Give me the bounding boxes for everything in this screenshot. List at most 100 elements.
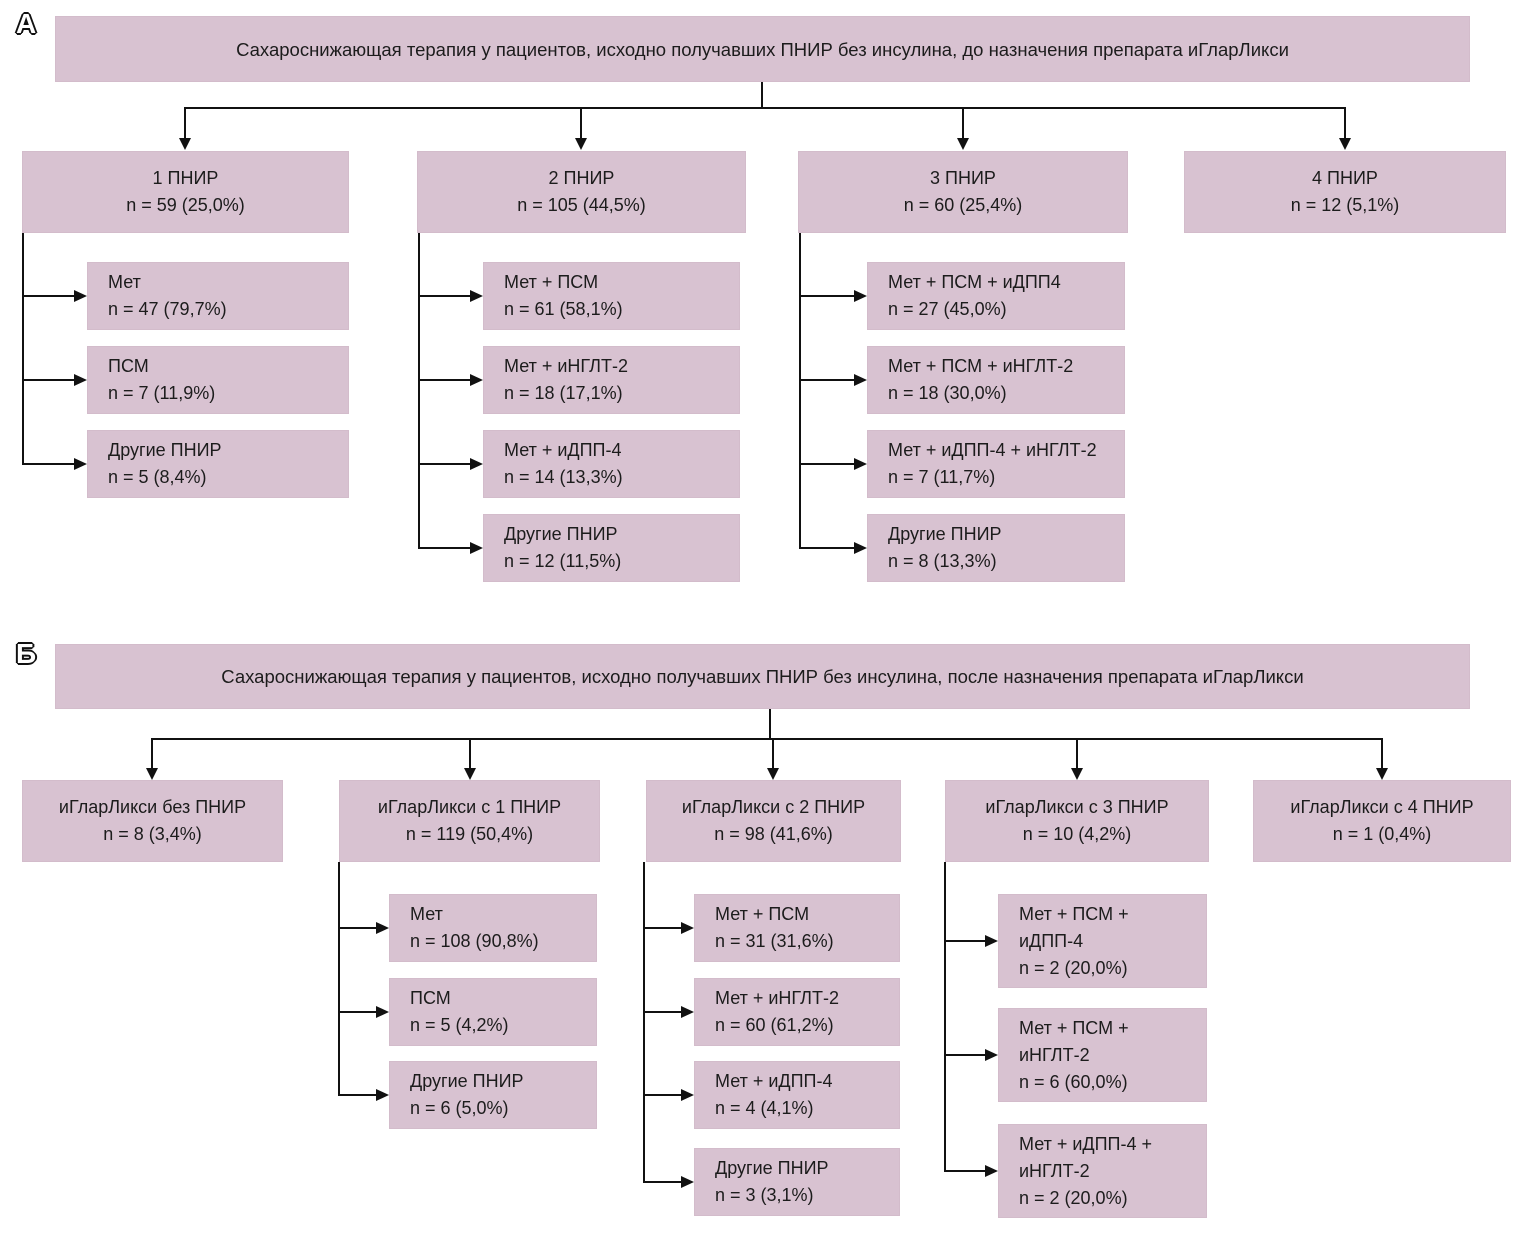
arrowhead-down [1376, 768, 1388, 780]
therapy-count: n = 6 (5,0%) [410, 1098, 509, 1118]
connector-vline [1076, 738, 1078, 769]
panel-b-title-box: Сахароснижающая терапия у пациентов, исх… [55, 644, 1470, 709]
therapy-name: Мет [108, 272, 141, 292]
connector-hline [944, 940, 985, 942]
connector-hline [944, 1170, 985, 1172]
therapy-name: Другие ПНИР [108, 440, 222, 460]
group-box: 4 ПНИР n = 12 (5,1%) [1184, 151, 1506, 233]
connector-hline [643, 927, 681, 929]
therapy-box: Мет n = 108 (90,8%) [389, 894, 597, 962]
connector-hline [643, 1181, 681, 1183]
group-box: 2 ПНИР n = 105 (44,5%) [417, 151, 746, 233]
group-box: иГларЛикси с 3 ПНИР n = 10 (4,2%) [945, 780, 1209, 862]
panel-a-label: А [16, 8, 38, 39]
arrowhead-right [985, 1165, 998, 1177]
group-name: 3 ПНИР [930, 168, 996, 188]
connector-vline [22, 233, 24, 465]
therapy-count: n = 7 (11,7%) [888, 467, 996, 487]
connector-vline [769, 709, 771, 739]
therapy-box: Мет + иДПП-4 n = 4 (4,1%) [694, 1061, 900, 1129]
connector-hline [643, 1011, 681, 1013]
group-count: n = 12 (5,1%) [1290, 195, 1400, 215]
therapy-box: Мет + ПСМ + иНГЛТ-2 n = 6 (60,0%) [998, 1008, 1207, 1102]
therapy-box: Мет + иНГЛТ-2 n = 18 (17,1%) [483, 346, 740, 414]
therapy-name: Другие ПНИР [504, 524, 618, 544]
group-box: иГларЛикси с 4 ПНИР n = 1 (0,4%) [1253, 780, 1511, 862]
therapy-name: Другие ПНИР [715, 1158, 829, 1178]
arrowhead-right [681, 1006, 694, 1018]
arrowhead-right [681, 1176, 694, 1188]
therapy-name: Мет + ПСМ + [1019, 903, 1129, 924]
therapy-name: Другие ПНИР [888, 524, 1002, 544]
arrowhead-right [376, 1006, 389, 1018]
arrowhead-right [470, 458, 483, 470]
arrowhead-right [74, 458, 87, 470]
therapy-name: Мет + ПСМ [715, 904, 810, 924]
arrowhead-right [470, 374, 483, 386]
therapy-count: n = 60 (61,2%) [715, 1015, 834, 1035]
therapy-box: Мет + иДПП-4 + иНГЛТ-2 n = 2 (20,0%) [998, 1124, 1207, 1218]
arrowhead-down [464, 768, 476, 780]
therapy-box: Другие ПНИР n = 8 (13,3%) [867, 514, 1125, 582]
connector-hline [418, 379, 470, 381]
therapy-name: Мет + иДПП-4 [715, 1071, 833, 1091]
therapy-count: n = 8 (13,3%) [888, 551, 997, 571]
group-name: иГларЛикси с 1 ПНИР [377, 797, 562, 817]
connector-vline [338, 862, 340, 1096]
connector-hline [799, 295, 854, 297]
therapy-name: Мет + ПСМ [504, 272, 599, 292]
connector-vline [761, 82, 763, 108]
connector-hline [338, 927, 376, 929]
connector-hline [22, 379, 74, 381]
connector-hline [22, 463, 74, 465]
arrowhead-right [74, 290, 87, 302]
therapy-name: Мет + ПСМ + иДПП4 [888, 272, 1061, 292]
therapy-box: Мет + ПСМ n = 61 (58,1%) [483, 262, 740, 330]
therapy-count: n = 3 (3,1%) [715, 1185, 814, 1205]
connector-hline [643, 1094, 681, 1096]
therapy-box: Другие ПНИР n = 6 (5,0%) [389, 1061, 597, 1129]
therapy-count: n = 47 (79,7%) [108, 299, 227, 319]
therapy-box: ПСМ n = 7 (11,9%) [87, 346, 349, 414]
therapy-box: Другие ПНИР n = 5 (8,4%) [87, 430, 349, 498]
connector-hline [184, 107, 1346, 109]
group-count: n = 8 (3,4%) [103, 824, 202, 844]
arrowhead-right [985, 935, 998, 947]
arrowhead-down [146, 768, 158, 780]
therapy-name: Мет + ПСМ + [1019, 1017, 1129, 1038]
therapy-count: n = 4 (4,1%) [715, 1098, 814, 1118]
therapy-box: Мет + иДПП-4 n = 14 (13,3%) [483, 430, 740, 498]
therapy-name-line2: иНГЛТ-2 [1019, 1044, 1090, 1065]
group-name: 2 ПНИР [548, 168, 615, 188]
therapy-count: n = 6 (60,0%) [1019, 1071, 1128, 1092]
therapy-count: n = 27 (45,0%) [888, 299, 1007, 319]
therapy-count: n = 2 (20,0%) [1019, 957, 1128, 978]
group-count: n = 1 (0,4%) [1332, 824, 1432, 844]
group-box: иГларЛикси с 1 ПНИР n = 119 (50,4%) [339, 780, 600, 862]
group-box: иГларЛикси без ПНИР n = 8 (3,4%) [22, 780, 283, 862]
arrowhead-down [1071, 768, 1083, 780]
therapy-box: Другие ПНИР n = 3 (3,1%) [694, 1148, 900, 1216]
therapy-box: Мет + ПСМ + иДПП4 n = 27 (45,0%) [867, 262, 1125, 330]
arrowhead-down [957, 138, 969, 150]
therapy-name: Мет + иНГЛТ-2 [715, 988, 839, 1008]
therapy-name-line2: иНГЛТ-2 [1019, 1160, 1090, 1181]
connector-hline [151, 738, 1383, 740]
therapy-name: Мет + ПСМ + иНГЛТ-2 [888, 356, 1074, 376]
therapy-box: Мет + ПСМ n = 31 (31,6%) [694, 894, 900, 962]
connector-hline [799, 379, 854, 381]
group-box: иГларЛикси с 2 ПНИР n = 98 (41,6%) [646, 780, 901, 862]
connector-hline [944, 1054, 985, 1056]
therapy-count: n = 2 (20,0%) [1019, 1187, 1128, 1208]
arrowhead-down [179, 138, 191, 150]
connector-vline [418, 233, 420, 549]
group-count: n = 60 (25,4%) [903, 195, 1023, 215]
therapy-name: Мет + иНГЛТ-2 [504, 356, 628, 376]
group-count: n = 59 (25,0%) [126, 195, 245, 215]
connector-vline [1344, 107, 1346, 139]
connector-vline [643, 862, 645, 1183]
therapy-count: n = 7 (11,9%) [108, 383, 216, 403]
arrowhead-right [854, 542, 867, 554]
therapy-count: n = 14 (13,3%) [504, 467, 623, 487]
